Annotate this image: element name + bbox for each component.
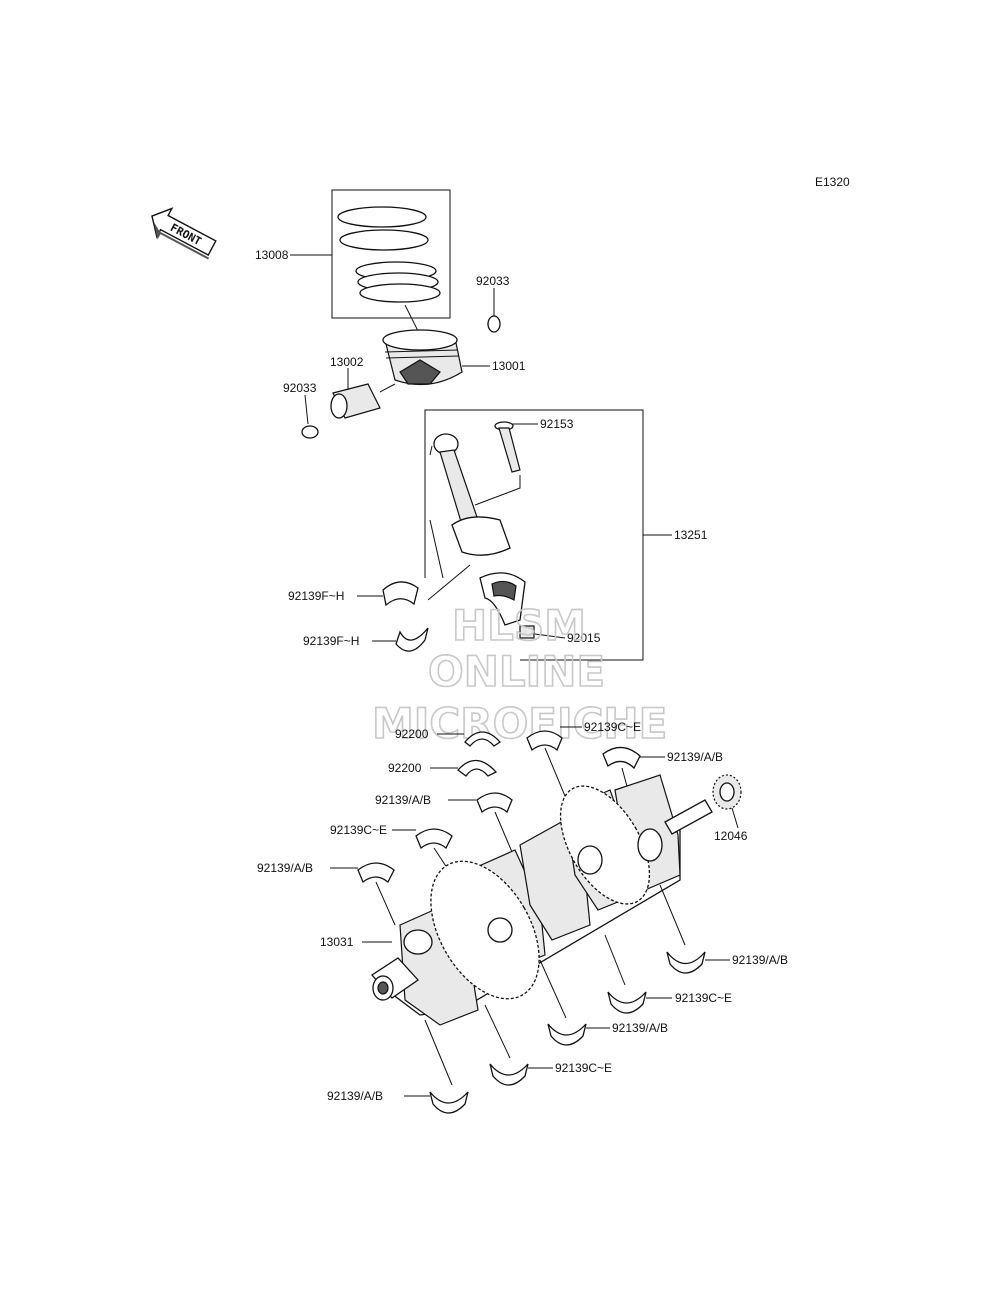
callout-13001: 13001 [492, 359, 526, 373]
bearing-rod-lower [395, 627, 429, 652]
callout-13002: 13002 [330, 355, 364, 369]
bearing-main-3 [476, 792, 513, 814]
bearing-lower-4 [489, 1063, 529, 1086]
callout-92153: 92153 [540, 417, 574, 431]
piston [382, 329, 463, 386]
callout-12046: 12046 [714, 829, 748, 843]
callout-92139CE-low2: 92139C~E [675, 991, 732, 1005]
piston-rings [337, 206, 441, 303]
bearing-main-5 [357, 862, 395, 884]
crankshaft [371, 774, 713, 1026]
callout-92200-lower: 92200 [388, 761, 422, 775]
callout-92139FH-lower: 92139F~H [303, 634, 359, 648]
callout-92139AB-5: 92139/A/B [257, 861, 313, 875]
callout-13008: 13008 [255, 248, 289, 262]
callout-13251: 13251 [674, 528, 708, 542]
bearing-lower-5 [429, 1091, 469, 1114]
watermark-line1: HLSM [452, 601, 586, 650]
callout-13031: 13031 [320, 935, 354, 949]
callout-92139FH-upper: 92139F~H [288, 589, 344, 603]
piston-ring-box [331, 189, 451, 319]
bearing-rod-upper [382, 581, 419, 607]
callout-92139CE-4: 92139C~E [330, 823, 387, 837]
callout-92139AB-low3: 92139/A/B [612, 1021, 668, 1035]
circlip-92033-left [301, 425, 319, 439]
callout-92139AB-2: 92139/A/B [667, 750, 723, 764]
callout-92139CE-low4: 92139C~E [555, 1061, 612, 1075]
nut [519, 625, 535, 639]
callout-92139CE-1: 92139C~E [584, 720, 641, 734]
callout-92200-upper: 92200 [395, 727, 429, 741]
bolt [494, 421, 521, 473]
callout-92139AB-3: 92139/A/B [375, 793, 431, 807]
watermark-line2: ONLINE [428, 647, 605, 696]
piston-pin [330, 383, 381, 419]
bearing-lower-1 [666, 951, 706, 974]
circlip-92033-top [487, 315, 501, 333]
thrust-washer-upper [464, 731, 501, 747]
front-arrow-icon: FRONT [151, 207, 217, 260]
callout-92015: 92015 [567, 631, 601, 645]
callout-92033-left: 92033 [283, 381, 317, 395]
watermark-line3: MICROFICHE [372, 699, 667, 748]
conrod-box [424, 409, 644, 661]
callout-92033-top: 92033 [476, 274, 510, 288]
bearing-main-4 [415, 828, 453, 850]
rod-cap [479, 572, 526, 626]
callout-92139AB-low5: 92139/A/B [327, 1089, 383, 1103]
diagram-code: E1320 [815, 175, 850, 189]
callout-92139AB-low1: 92139/A/B [732, 953, 788, 967]
thrust-washer-lower [457, 759, 498, 777]
watermark: HLSM ONLINE MICROFICHE [371, 600, 668, 749]
bearing-lower-3 [547, 1023, 587, 1046]
bearing-lower-2 [607, 991, 647, 1014]
gear-12046 [712, 774, 742, 810]
bearing-main-2 [602, 746, 641, 770]
connecting-rod [429, 433, 511, 556]
bearing-main-1 [526, 730, 563, 752]
